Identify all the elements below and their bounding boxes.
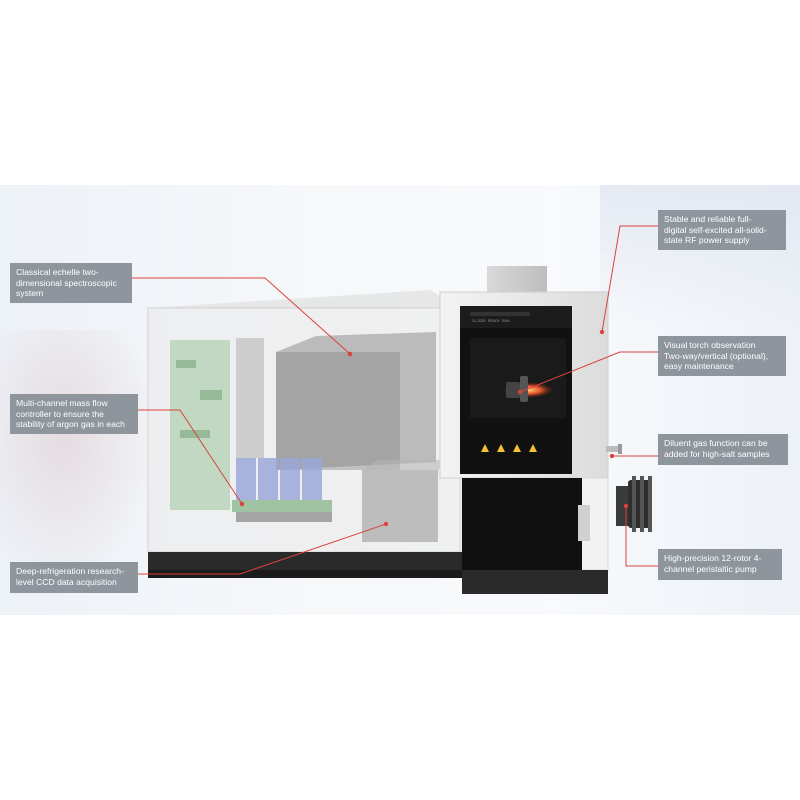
panel-text-3: RUN	[502, 319, 510, 323]
leader-echelle	[132, 277, 351, 355]
leader-mass-flow	[138, 409, 243, 505]
callout-peristaltic-pump: High-precision 12-rotor 4- channel peris…	[658, 549, 782, 580]
background-lab-image	[0, 330, 160, 590]
leader-lines	[132, 225, 658, 575]
echelle-spectrometer	[236, 332, 436, 470]
ccd-detector	[362, 460, 450, 542]
peristaltic-pump	[616, 476, 652, 532]
leader-endpoints	[239, 329, 629, 527]
diluent-gas-port	[606, 444, 622, 454]
leader-pump	[625, 506, 658, 567]
instrument-base	[148, 552, 608, 594]
panel-text-2: READY	[488, 319, 501, 323]
callout-echelle-spectroscopic-system: Classical echelle two- dimensional spect…	[10, 263, 132, 303]
panel-text-1: CL-2025	[472, 319, 485, 323]
circuit-board	[170, 340, 230, 510]
instrument-right-cabinet: CL-2025 READY RUN	[439, 291, 609, 479]
leader-rf-power	[601, 225, 658, 333]
warning-icons	[481, 444, 537, 452]
mass-flow-controllers	[232, 458, 332, 522]
callout-ccd-data-acquisition: Deep-refrigeration research- level CCD d…	[10, 562, 138, 593]
callout-rf-power-supply: Stable and reliable full- digital self-e…	[658, 210, 786, 250]
background-chart-image	[600, 185, 800, 325]
instrument-lower-right	[461, 477, 609, 571]
callout-visual-torch-observation: Visual torch observation Two-way/vertica…	[658, 336, 786, 376]
leader-torch	[519, 351, 658, 393]
callout-mass-flow-controller: Multi-channel mass flow controller to en…	[10, 394, 138, 434]
callout-diluent-gas-function: Diluent gas function can be added for hi…	[658, 434, 788, 465]
leader-ccd	[138, 523, 387, 575]
